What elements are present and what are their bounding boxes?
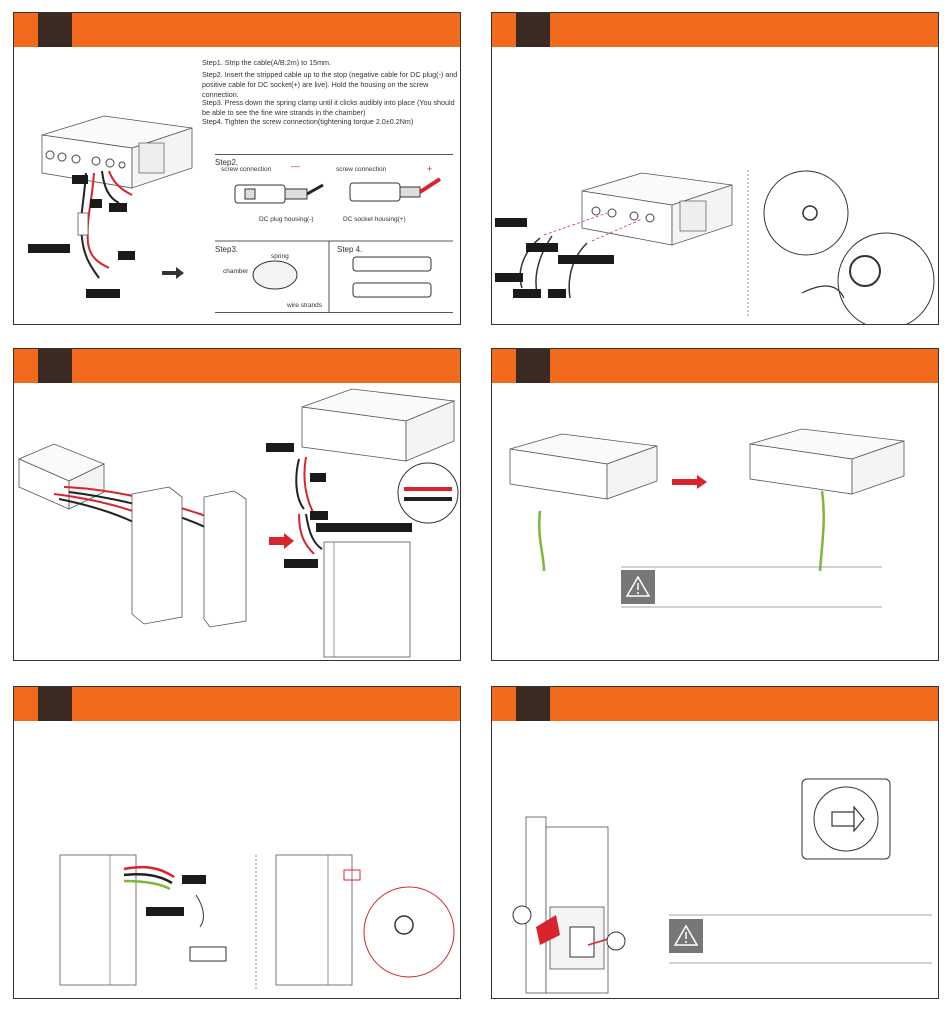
dc-socket-label: DC socket housing(+)	[343, 216, 406, 223]
step2-title: Step2.	[215, 158, 239, 167]
inverter-cable-illustration	[41, 115, 193, 279]
cable-tag	[316, 523, 412, 532]
panel-header	[14, 13, 460, 47]
cable-tag	[266, 443, 294, 452]
dc-switch-illustration	[512, 778, 932, 994]
chamber-label: chamber	[223, 268, 249, 275]
screw-connection-label: screw connection	[336, 166, 387, 173]
cable-tag	[86, 289, 120, 298]
step2-text: Step2. Insert the stripped cable up to t…	[202, 70, 458, 99]
step-number-badge	[38, 349, 72, 383]
cable-tag	[310, 473, 326, 482]
step3-text: Step3. Press down the spring clamp until…	[202, 98, 455, 117]
step-number-badge	[516, 349, 550, 383]
warning-icon	[621, 570, 655, 604]
battery-routing-illustration	[59, 854, 455, 989]
step-number-badge	[516, 13, 550, 47]
panel-battery-cable-routing	[13, 686, 461, 999]
connector-steps-box: Step2. screw connection — screw connecti…	[215, 154, 453, 313]
plus-label: +	[427, 164, 433, 174]
ground-connection-illustration	[509, 428, 905, 608]
cable-tag	[513, 289, 541, 298]
cable-tag	[109, 203, 127, 212]
panel-dc-switch	[491, 686, 939, 999]
cable-tag	[495, 273, 523, 282]
panel-header	[492, 13, 938, 47]
warning-icon	[669, 919, 703, 953]
dc-plug-label: DC plug housing(-)	[259, 216, 314, 223]
wire-strands-label: wire strands	[287, 302, 323, 309]
step-number-badge	[38, 687, 72, 721]
step-number-badge	[516, 687, 550, 721]
cable-tag	[72, 175, 88, 184]
cable-tag	[310, 511, 328, 520]
panel-header	[14, 349, 460, 383]
step4-title: Step 4.	[337, 245, 363, 254]
cable-tag	[558, 255, 614, 264]
connector-drawings	[215, 177, 453, 312]
panel-pv-connection	[491, 12, 939, 325]
panel-dc-connector-assembly: Step1. Strip the cable(A/B:2m) to 15mm. …	[13, 12, 461, 325]
cable-tag	[118, 251, 135, 260]
cable-tag	[28, 244, 70, 253]
cable-tag	[90, 199, 102, 208]
cable-tag	[495, 218, 527, 227]
step1-text: Step1. Strip the cable(A/B:2m) to 15mm.	[202, 58, 332, 67]
step3-title: Step3.	[215, 245, 239, 254]
battery-connection-illustration	[17, 388, 459, 658]
step4-text: Step4. Tighten the screw connection(tigh…	[202, 117, 414, 126]
cable-tag	[284, 559, 318, 568]
panel-ground-connection	[491, 348, 939, 661]
panel-header	[14, 687, 460, 721]
minus-label: —	[291, 161, 300, 171]
screw-connection-label: screw connection	[221, 166, 272, 173]
cable-tag	[548, 289, 566, 298]
pv-connection-illustration	[519, 170, 935, 324]
spring-label: spring	[271, 253, 289, 260]
panel-header	[492, 687, 938, 721]
cable-tag	[182, 875, 206, 884]
step-number-badge	[38, 13, 72, 47]
panel-header	[492, 349, 938, 383]
cable-tag	[526, 243, 558, 252]
cable-tag	[146, 907, 184, 916]
panel-battery-connection	[13, 348, 461, 661]
